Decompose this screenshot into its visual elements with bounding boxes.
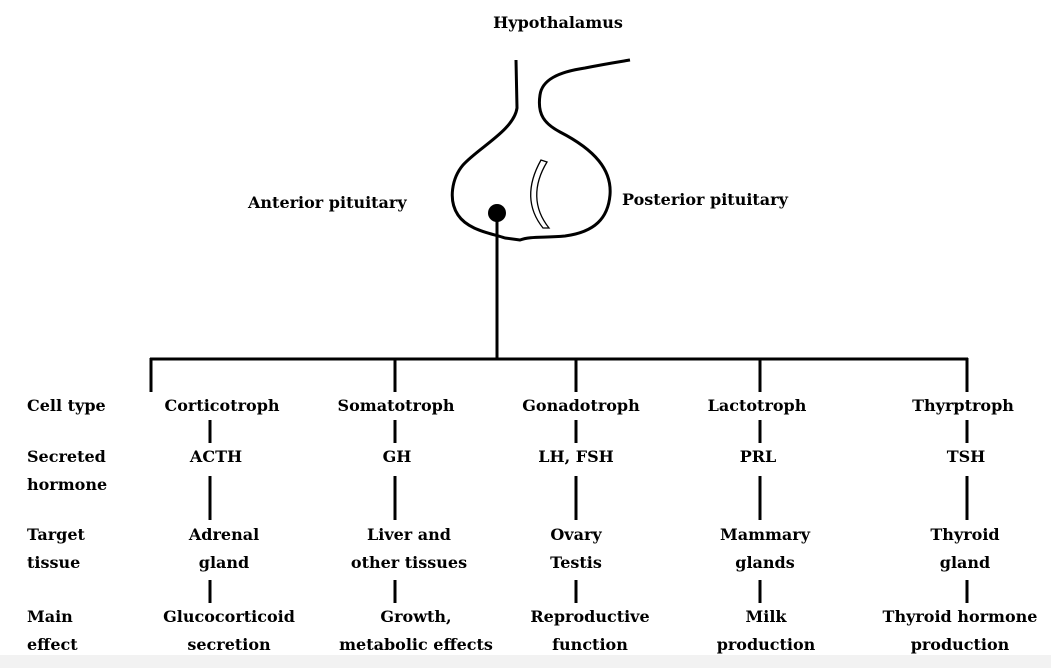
- target-thyroid-gland: gland: [940, 549, 990, 577]
- target-ovary: Ovary: [550, 521, 601, 549]
- target-liver: Liver and: [367, 521, 451, 549]
- target-adrenal: Adrenal: [189, 521, 259, 549]
- effect-thyroid-hormone: Thyroid hormone: [883, 603, 1038, 631]
- cell-type-gonadotroph: Gonadotroph: [522, 392, 640, 420]
- hypothalamus-label: Hypothalamus: [493, 9, 623, 37]
- row-label-target: Target: [27, 521, 85, 549]
- hormone-prl: PRL: [740, 443, 777, 471]
- hormone-gh: GH: [383, 443, 412, 471]
- anterior-pituitary-label: Anterior pituitary: [248, 189, 407, 217]
- cell-type-somatotroph: Somatotroph: [338, 392, 455, 420]
- row-label-secreted: Secreted: [27, 443, 106, 471]
- hormone-tsh: TSH: [947, 443, 986, 471]
- pituitary-outline: [452, 60, 630, 240]
- row-label-cell-type: Cell type: [27, 392, 106, 420]
- effect-growth: Growth,: [380, 603, 451, 631]
- effect-metabolic: metabolic effects: [339, 631, 493, 659]
- bottom-strip: [0, 655, 1051, 668]
- target-thyroid: Thyroid: [930, 521, 999, 549]
- target-gland: gland: [199, 549, 249, 577]
- target-glands: glands: [735, 549, 794, 577]
- target-other-tissues: other tissues: [351, 549, 467, 577]
- row-label-main: Main: [27, 603, 73, 631]
- cell-type-corticotroph: Corticotroph: [164, 392, 279, 420]
- cell-type-lactotroph: Lactotroph: [708, 392, 807, 420]
- target-mammary: Mammary: [720, 521, 810, 549]
- branch-drops: [151, 358, 967, 392]
- effect-secretion: secretion: [187, 631, 270, 659]
- row-label-hormone: hormone: [27, 471, 107, 499]
- effect-milk: Milk: [746, 603, 787, 631]
- posterior-pituitary-label: Posterior pituitary: [622, 186, 788, 214]
- row-label-effect: effect: [27, 631, 78, 659]
- row-label-tissue: tissue: [27, 549, 80, 577]
- effect-hormone-production: production: [911, 631, 1010, 659]
- hormone-acth: ACTH: [190, 443, 242, 471]
- posterior-lobe-curve: [531, 160, 549, 228]
- effect-milk-production: production: [717, 631, 816, 659]
- target-testis: Testis: [550, 549, 602, 577]
- effect-glucocorticoid: Glucocorticoid: [163, 603, 295, 631]
- cell-type-thyrptroph: Thyrptroph: [912, 392, 1014, 420]
- effect-function: function: [552, 631, 628, 659]
- effect-reproductive: Reproductive: [530, 603, 649, 631]
- hormone-lh-fsh: LH, FSH: [538, 443, 614, 471]
